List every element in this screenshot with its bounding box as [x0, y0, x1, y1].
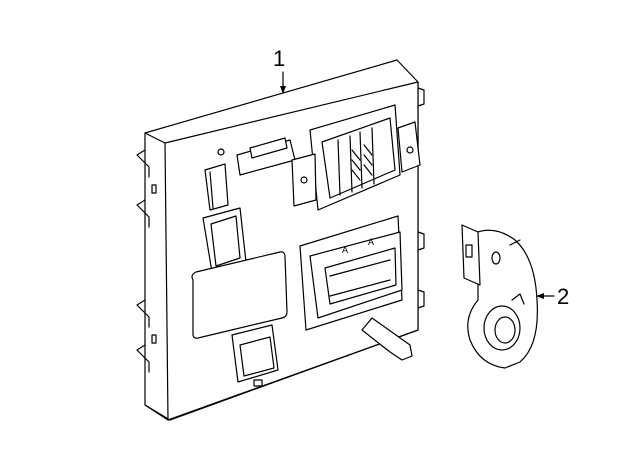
svg-text:A: A [368, 237, 374, 247]
callout-1-label: 1 [273, 46, 286, 71]
callout-2-label: 2 [557, 284, 570, 309]
svg-text:A: A [342, 245, 348, 255]
module-part-1: A A [136, 59, 425, 421]
bracket-part-2 [461, 224, 538, 369]
